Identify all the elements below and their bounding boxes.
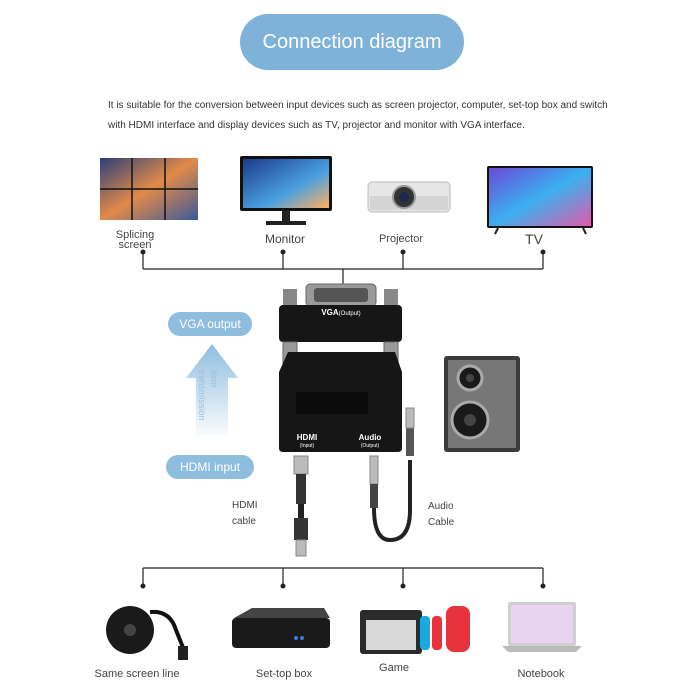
splicing-screen-image [100,158,198,220]
speaker-image [444,356,520,452]
hdmi-port-title: HDMI [296,433,318,442]
hdmi-port-sub: (Input) [299,443,315,449]
vga-output-pill: VGA output [168,312,252,336]
arrow-text: Item transmission [197,370,219,421]
tv-label: TV [525,231,543,247]
vga-port-sub: (Output) [338,311,361,317]
same-screen-line-label: Same screen line [94,668,180,680]
output-bus [140,249,546,285]
monitor-image [240,156,332,225]
audio-port-sub: (Output) [360,443,380,449]
signal-direction-arrow [186,344,238,440]
hdmi-port-label: HDMI (Input) [287,434,327,450]
projector-image [367,181,451,213]
diagram-description: It is suitable for the conversion betwee… [108,100,608,131]
same-screen-line-image [106,606,188,660]
vga-port-title: VGA [321,308,339,317]
monitor-label: Monitor [264,232,305,246]
audio-cable-image [369,407,415,543]
set-top-box-label: Set-top box [255,668,313,680]
notebook-label: Notebook [517,668,565,680]
splicing-screen-label: Splicing screen [115,229,155,251]
hdmi-cable-label: HDMI cable [232,500,258,527]
input-bus [140,567,546,589]
vga-port-label: VGA(Output) [306,308,376,319]
audio-cable-label: Audio Cable [428,501,455,528]
audio-port-title: Audio [358,433,382,442]
hdmi-input-pill: HDMI input [166,455,254,479]
notebook-image [502,602,582,652]
tv-image [487,166,593,235]
diagram-title: Connection diagram [240,14,464,70]
set-top-box-image [232,608,330,648]
projector-label: Projector [378,233,424,245]
game-console-image [360,606,470,654]
hdmi-vga-adapter [279,283,402,452]
hdmi-cable-image [293,455,309,557]
game-label: Game [379,662,409,674]
audio-port-label: Audio (Output) [350,434,390,450]
